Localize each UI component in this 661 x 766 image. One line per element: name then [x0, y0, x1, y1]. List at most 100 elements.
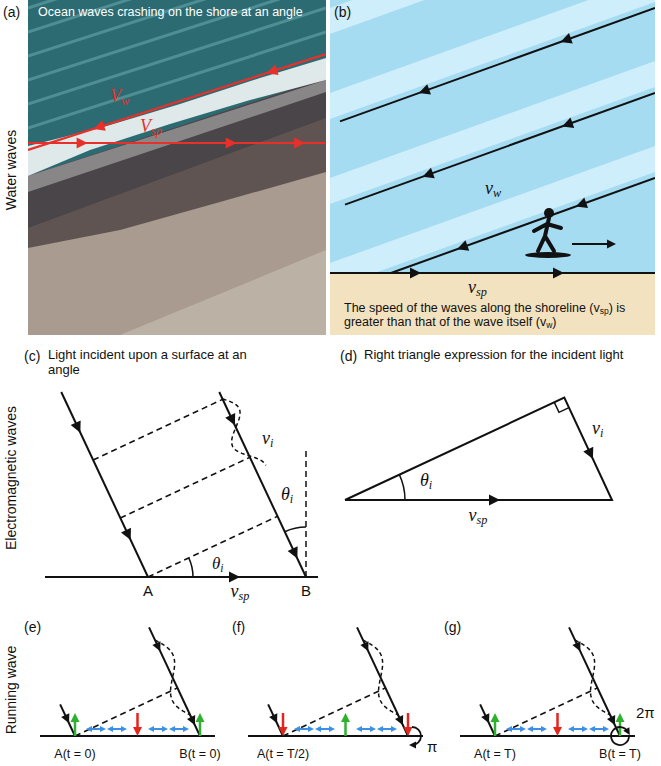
- phase-label: 2π: [636, 704, 655, 721]
- arrow-head: [603, 726, 609, 732]
- arrow-head: [616, 713, 625, 722]
- arrow-head: [152, 641, 160, 651]
- angle-label: θi: [420, 470, 432, 491]
- ocean: [28, 0, 326, 335]
- arrow-head: [583, 447, 593, 459]
- light-ray: [149, 627, 200, 736]
- triangle-outline: [345, 398, 612, 500]
- arrow-head: [196, 713, 205, 722]
- arrow-head: [481, 713, 489, 723]
- arrow-head: [71, 420, 81, 432]
- subscript: w: [546, 321, 552, 331]
- arrow-head: [576, 198, 588, 208]
- subscript: sp: [477, 513, 488, 527]
- light-ray: [569, 627, 620, 736]
- arrow-head: [100, 726, 106, 732]
- arrow-head: [489, 495, 500, 506]
- arrow-head: [404, 727, 413, 736]
- arrow-head: [226, 138, 237, 149]
- charge-arrow: [619, 721, 622, 736]
- point-label: A: [143, 582, 153, 599]
- arrow-head: [329, 726, 335, 732]
- arrow-head: [395, 715, 403, 725]
- charge-arrow: [344, 721, 347, 736]
- dry-sand-light: [120, 250, 326, 335]
- wavefront-line: [93, 399, 223, 460]
- wave-ripple: [28, 0, 326, 32]
- panel-caption: The speed of the waves along the shoreli…: [344, 301, 644, 330]
- velocity-label: vsp: [469, 505, 488, 526]
- charge-arrow: [199, 721, 202, 736]
- running-wave-drawing: [248, 627, 423, 748]
- arrow-head: [61, 713, 69, 723]
- wavefront-line: [148, 516, 278, 577]
- dry-sand: [28, 172, 326, 335]
- point-label: B(t = T): [599, 747, 641, 761]
- arrow-head: [607, 715, 615, 725]
- subscript: i: [290, 492, 293, 506]
- wave-direction-line: [28, 54, 326, 150]
- subscript: w: [121, 94, 129, 108]
- arrow-head: [266, 65, 278, 75]
- velocity-label: vsp: [468, 277, 487, 298]
- surfer-illustration: [330, 0, 655, 335]
- subscript: w: [493, 186, 501, 200]
- arrow-head: [457, 240, 469, 250]
- arrow-head: [506, 726, 512, 732]
- arrow-head: [520, 726, 526, 732]
- angle-arc: [285, 527, 306, 532]
- arrow-head: [308, 726, 314, 732]
- panel-label: (f): [232, 619, 245, 635]
- point-label: A(t = T): [474, 747, 516, 761]
- panel-label: (c): [24, 348, 40, 364]
- angle-arc: [189, 558, 193, 577]
- panel-label: (e): [24, 619, 41, 635]
- surfboard: [525, 252, 571, 258]
- wave-ripple: [28, 0, 326, 56]
- light-ray: [357, 627, 408, 736]
- wavefront-line: [495, 688, 597, 736]
- arrow-head: [568, 726, 574, 732]
- surface-line: [40, 735, 215, 737]
- arrow-head: [107, 726, 113, 732]
- panel-label: (b): [334, 4, 351, 20]
- field-wave: [155, 640, 190, 715]
- arrow-head: [409, 742, 416, 749]
- arrow-head: [315, 726, 321, 732]
- arrow-head: [572, 641, 580, 651]
- surface-line: [460, 735, 635, 737]
- shoreline-direction-line: [28, 142, 326, 144]
- arrow-head: [288, 546, 298, 558]
- charge-arrow: [74, 721, 77, 736]
- arrow-head: [148, 726, 154, 732]
- surface-line: [45, 576, 318, 578]
- arrow-head: [541, 726, 547, 732]
- charge-arrow: [282, 713, 285, 728]
- running-wave-drawing: [40, 627, 215, 736]
- arrow-head: [162, 726, 168, 732]
- panel-label: (a): [3, 4, 20, 20]
- wave-foam: [28, 58, 326, 176]
- velocity-label: vi: [262, 428, 273, 449]
- panel-heading: Right triangle expression for the incide…: [364, 348, 654, 363]
- point-label: A(t = T/2): [257, 747, 309, 761]
- wavefront-line: [391, 178, 655, 273]
- phase-arc: [611, 727, 629, 745]
- shoreline: [330, 272, 655, 274]
- arrow-head: [377, 726, 383, 732]
- row-label: Electromagnetic waves: [3, 406, 19, 550]
- arrow-head: [341, 713, 350, 722]
- charge-arrow: [556, 713, 559, 728]
- subscript: i: [220, 562, 223, 575]
- arrow-head: [410, 268, 421, 279]
- surfer-body: [534, 218, 561, 251]
- arrow-head: [553, 268, 564, 279]
- arrow-head: [553, 727, 562, 736]
- charge-arrow: [136, 713, 139, 728]
- arrow-head: [391, 726, 397, 732]
- subscript: i: [429, 478, 432, 492]
- arrow-head: [527, 726, 533, 732]
- arrow-head: [294, 138, 305, 149]
